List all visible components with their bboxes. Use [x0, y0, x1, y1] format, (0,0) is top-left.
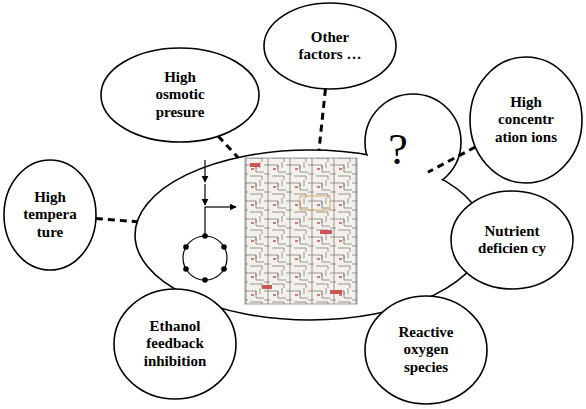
ellipse-shape [470, 57, 582, 183]
text-holder: High tempera ture [3, 159, 97, 271]
text-holder: High osmotic presure [100, 47, 260, 143]
ellipse-shape [4, 160, 96, 270]
factor-label: High osmotic presure [144, 69, 216, 121]
text-holder: Reactive oxygen species [364, 295, 488, 405]
text-holder: High concentr ation ions [469, 56, 583, 184]
ellipse-shape [264, 3, 396, 89]
factor-ellipse: Ethanol feedback inhibition [113, 288, 237, 400]
factor-ellipse: Nutrient deficien cy [450, 190, 574, 290]
factor-ellipse: Other factors … [263, 2, 397, 90]
factor-ellipse: High tempera ture [3, 159, 97, 271]
dashed-connector [428, 147, 475, 172]
factor-label: Nutrient deficien cy [475, 223, 549, 258]
factor-label: Ethanol feedback inhibition [135, 318, 215, 370]
factor-label: Reactive oxygen species [386, 324, 466, 376]
text-holder: ? [373, 122, 423, 178]
factor-label: Other factors … [294, 29, 366, 64]
ellipse-shape [365, 296, 487, 404]
text-holder: Ethanol feedback inhibition [113, 288, 237, 400]
question-mark: ? [388, 128, 408, 172]
bubble-outline [365, 94, 461, 190]
text-holder: Other factors … [263, 2, 397, 90]
dashed-connector [218, 136, 238, 157]
factor-label: High concentr ation ions [493, 94, 559, 146]
ellipse-shape [451, 191, 573, 289]
ellipse-shape [101, 48, 259, 142]
text-holder: Nutrient deficien cy [450, 190, 574, 290]
dashed-connector [96, 219, 137, 222]
factor-ellipse: High osmotic presure [100, 47, 260, 143]
dashed-connector [319, 89, 325, 150]
ellipse-shape [114, 289, 236, 399]
factor-ellipse: High concentr ation ions [469, 56, 583, 184]
factor-label: High tempera ture [19, 189, 81, 241]
factor-ellipse: Reactive oxygen species [364, 295, 488, 405]
